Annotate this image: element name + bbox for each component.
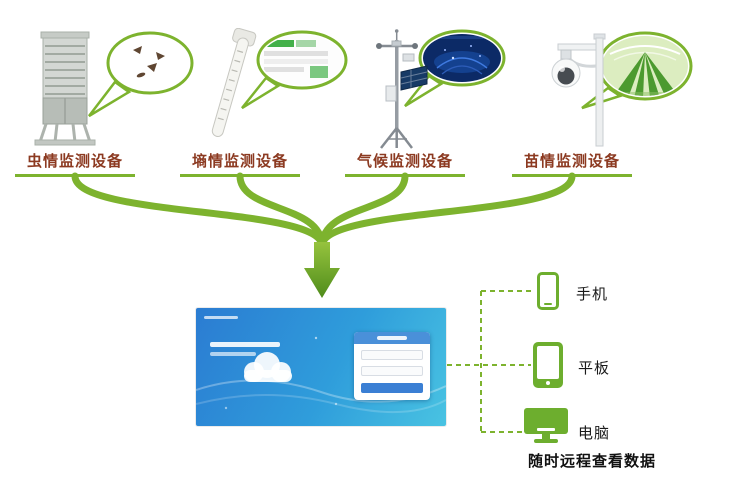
platform-subline-bar [210,352,256,356]
device-label-insect: 虫情监测设备 [15,150,135,177]
login-panel-header [354,332,430,344]
device-group-climate [345,28,535,168]
soil-probe-illustration [211,28,348,137]
computer-stand-base [534,439,558,443]
moths-detail [133,46,165,78]
computer-monitor-slot [537,428,555,431]
cloud-icon [244,352,292,382]
login-title-bar [377,336,407,340]
device-label-soil: 墒情监测设备 [180,150,300,177]
tablet-screen [537,346,559,379]
camera-device [551,33,606,147]
platform-logo-bar [204,316,238,319]
climate-screen-detail [423,34,501,82]
login-password-field [361,366,423,376]
platform-headline-bar [210,342,280,347]
device-label-climate: 气候监测设备 [345,150,465,177]
login-button [361,383,423,393]
phone-home-line [544,303,552,305]
login-panel [354,332,430,400]
camera-illustration [551,31,693,147]
tablet-icon [533,342,563,388]
insect-callout-bubble [106,31,194,95]
insect-monitor-illustration [34,31,194,146]
endpoint-label-computer: 电脑 [578,425,611,442]
remote-view-caption: 随时远程查看数据 [528,453,657,470]
device-group-seedling [510,28,700,168]
phone-icon [537,272,559,310]
endpoint-label-phone: 手机 [576,286,609,303]
weather-station-illustration [376,29,506,149]
computer-stand-neck [542,434,550,439]
computer-icon [524,408,568,444]
weather-station-device [376,29,428,149]
computer-monitor [524,408,568,434]
dashed-links [447,290,535,433]
funnel-lines [71,172,576,250]
soil-dashboard-detail [261,35,343,85]
insect-monitor-device [34,31,96,146]
platform-screenshot [196,308,446,426]
soil-probe-device [211,28,257,137]
device-label-seedling: 苗情监测设备 [512,150,632,177]
greenhouse-detail [602,36,688,96]
endpoint-label-tablet: 平板 [578,360,611,377]
device-group-soil [180,28,370,168]
login-username-field [361,350,423,360]
device-group-insect [15,28,205,168]
down-arrow [304,242,340,298]
tablet-home-dot [546,381,550,385]
